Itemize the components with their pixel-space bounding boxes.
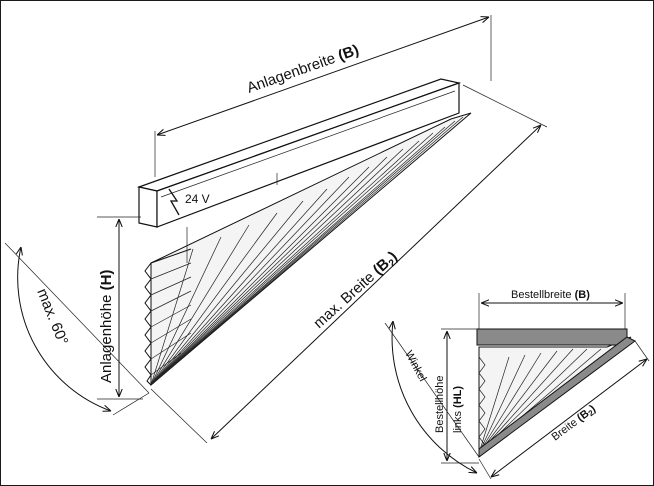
inset-angle-label: Winkel [402,349,428,384]
inset-diagonal-label: Breite (B2) [550,403,599,445]
svg-text:Bestellbreite (B): Bestellbreite (B) [511,289,590,301]
lightning-bolt-icon [168,188,180,216]
svg-text:max. 60°: max. 60° [33,286,71,347]
max-width-dimension-line [211,125,541,439]
pleat-stack [144,248,192,386]
inset-angle-arc [384,321,480,473]
inset-width-label: Bestellbreite (B) [511,289,590,301]
svg-text:links (HL): links (HL) [452,386,464,433]
svg-text:Breite (B2): Breite (B2) [550,403,599,445]
width-extension-lines [154,15,492,177]
angle-label: max. 60° [33,286,71,347]
svg-text:Winkel: Winkel [402,349,428,384]
svg-text:Anlagenhöhe (H): Anlagenhöhe (H) [98,270,115,383]
inset-diagonal-extension-lines [478,340,650,480]
inset-height-label: Bestellhöhe [434,376,446,434]
voltage-label: 24 V [185,192,210,206]
inset-diagonal-dimension-line [491,359,647,477]
max-width-label: max. Breite (B2) [310,248,402,333]
inset-height-label-2: links (HL) [452,386,464,433]
inset-width-extension-lines [478,293,626,331]
svg-text:Bestellhöhe: Bestellhöhe [434,376,446,434]
max-width-extension-lines [150,84,548,444]
inset-head-rail [476,328,628,346]
width-dimension-line [157,17,489,135]
angle-arc [4,242,150,416]
height-label: Anlagenhöhe (H) [98,270,115,383]
svg-text:max. Breite (B2): max. Breite (B2) [310,248,402,333]
